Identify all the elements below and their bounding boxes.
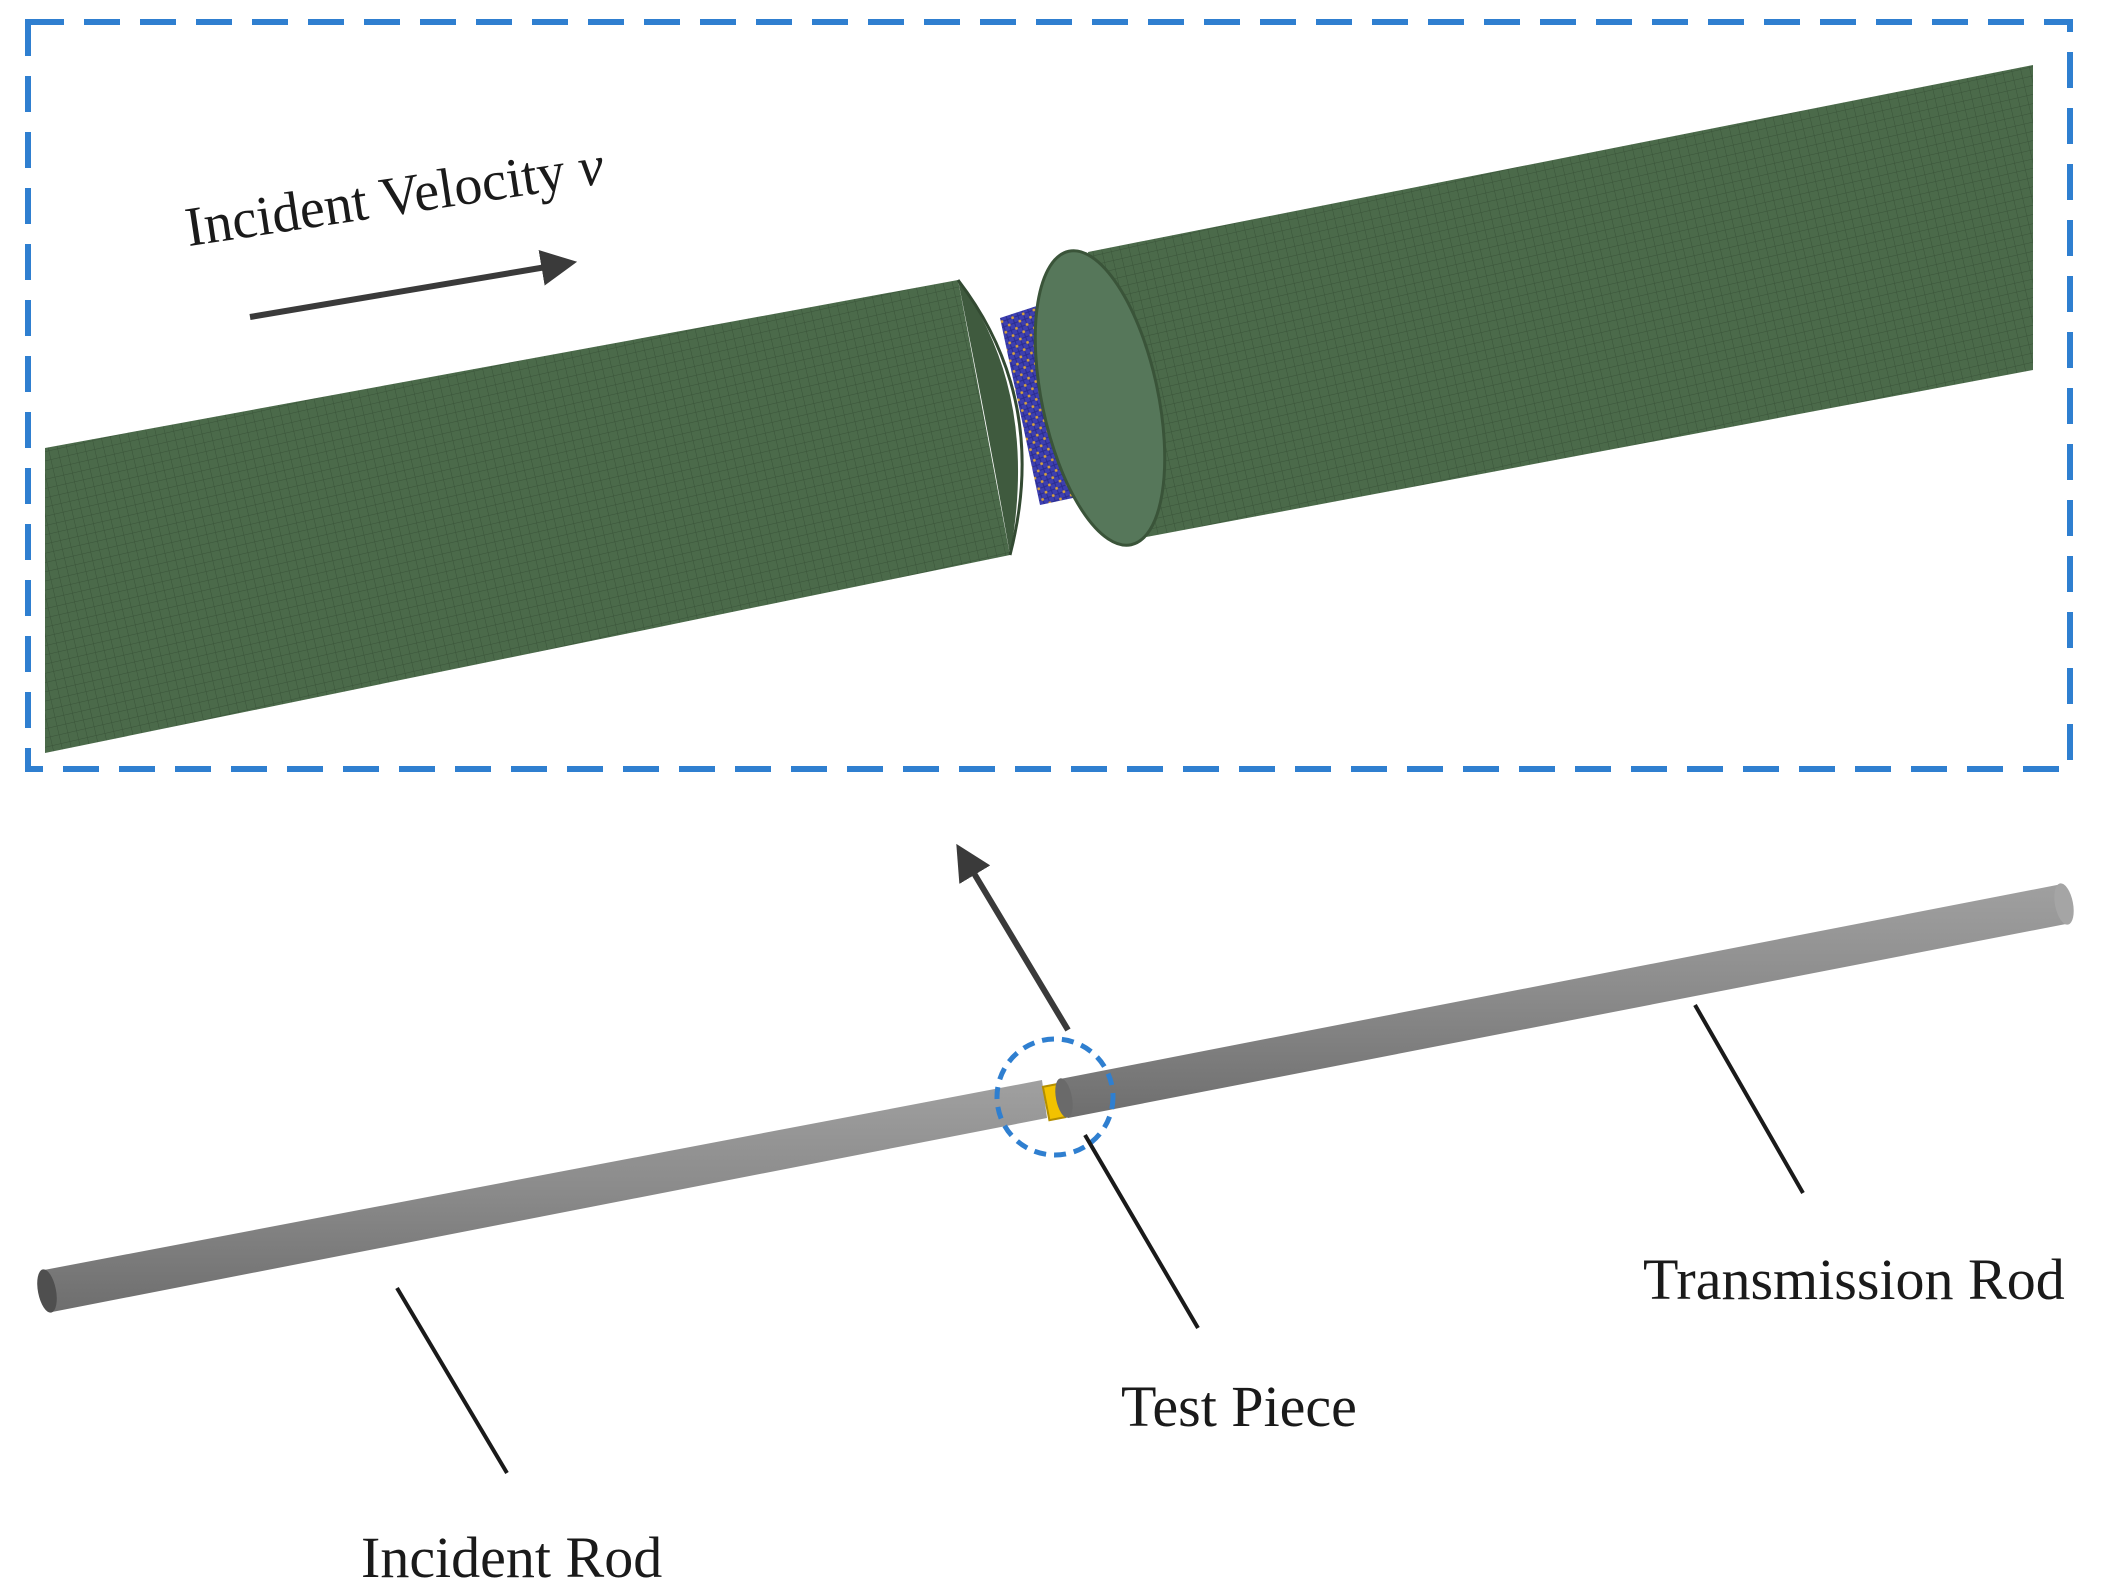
transmission-rod (1055, 883, 2074, 1118)
detail-frame (25, 19, 2073, 772)
incident-rod-leader-line (395, 1286, 509, 1475)
zoomed-transmission-rod (1033, 65, 2033, 547)
transmission-rod-label: Transmission Rod (1643, 1247, 2065, 1312)
incident-rod (37, 1080, 1047, 1313)
test-piece-label: Test Piece (1121, 1374, 1357, 1439)
transmission-rod-leader-line (1693, 1004, 1805, 1194)
incident-velocity-arrow (249, 250, 578, 320)
zoom-pointer-arrow (956, 843, 1071, 1032)
test-piece-highlight-circle (994, 1036, 1116, 1158)
test-piece-leader-line (1083, 1133, 1200, 1330)
incident-rod-label: Incident Rod (361, 1525, 663, 1590)
zoomed-incident-rod (45, 279, 1024, 753)
